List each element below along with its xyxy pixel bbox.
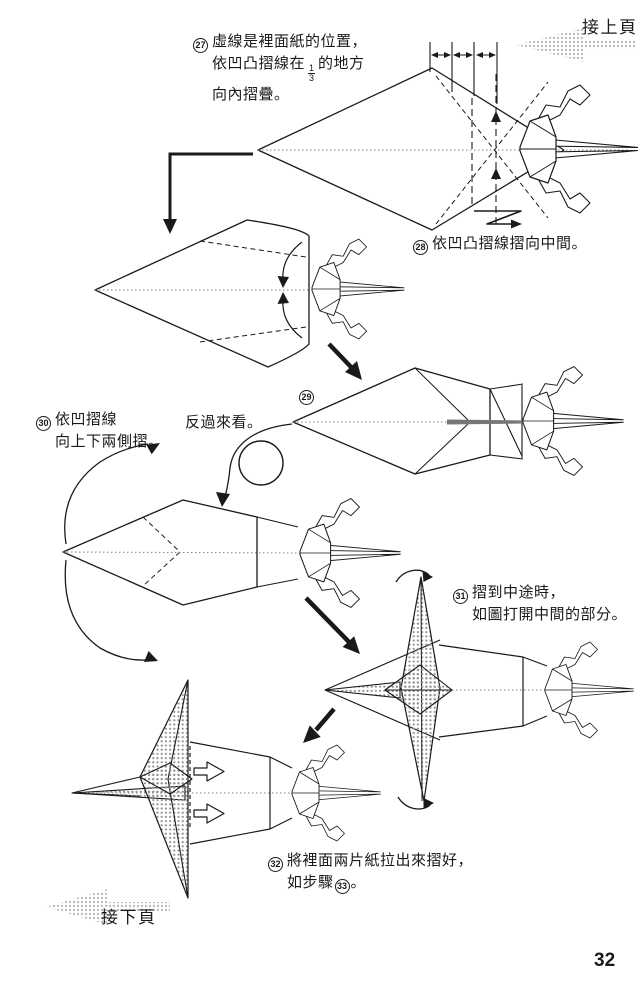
step-33-reference-badge: 33 [334, 879, 350, 895]
next-page-label: 接下頁 [101, 906, 157, 931]
diagram-27-kite-base [257, 42, 638, 231]
step-32-number-badge: 32 [268, 857, 283, 873]
turn-over-symbol-icon [216, 423, 293, 507]
next-page-arrow-icon [46, 889, 170, 925]
diagram-28-fold-to-middle [94, 219, 405, 368]
arrow-30-to-31-icon [304, 596, 360, 654]
arrow-28-to-29-icon [327, 342, 362, 380]
step-31-line-2: 如圖打開中間的部分。 [472, 606, 628, 624]
next-page-text: 接下頁 [101, 908, 157, 927]
step-31-number-badge: 31 [453, 589, 468, 605]
step-27-line-3: 向內摺疊。 [212, 85, 290, 103]
step-29-marker: 29 [299, 383, 318, 406]
pull-arrow-icon [193, 803, 225, 824]
elbow-arrow-icon [163, 152, 253, 234]
diagram-29-folded-body [292, 366, 624, 476]
arrow-31-to-32-icon [303, 707, 336, 743]
step-30-line-2: 向上下兩側摺。 [55, 433, 164, 451]
diagram-31-mid-fold [324, 569, 634, 810]
prev-page-text: 接上頁 [582, 18, 638, 37]
page-number: 32 [594, 950, 616, 971]
thirds-dimension-arrows [431, 52, 496, 58]
turn-over-label: 反過來看。 [185, 414, 263, 431]
pull-arrow-icon [193, 761, 225, 782]
zigzag-arrow-icon [474, 210, 522, 229]
diagram-32-pull-out-flaps [71, 679, 381, 899]
prev-page-label: 接上頁 [582, 16, 638, 41]
step-27-number-badge: 27 [193, 38, 208, 54]
step-29-number-badge: 29 [299, 390, 314, 406]
step-30-number-badge: 30 [36, 416, 51, 432]
prev-page-arrow-icon [516, 28, 636, 62]
diagram-30-turned-over [62, 443, 401, 662]
step-28-number-badge: 28 [413, 240, 428, 256]
